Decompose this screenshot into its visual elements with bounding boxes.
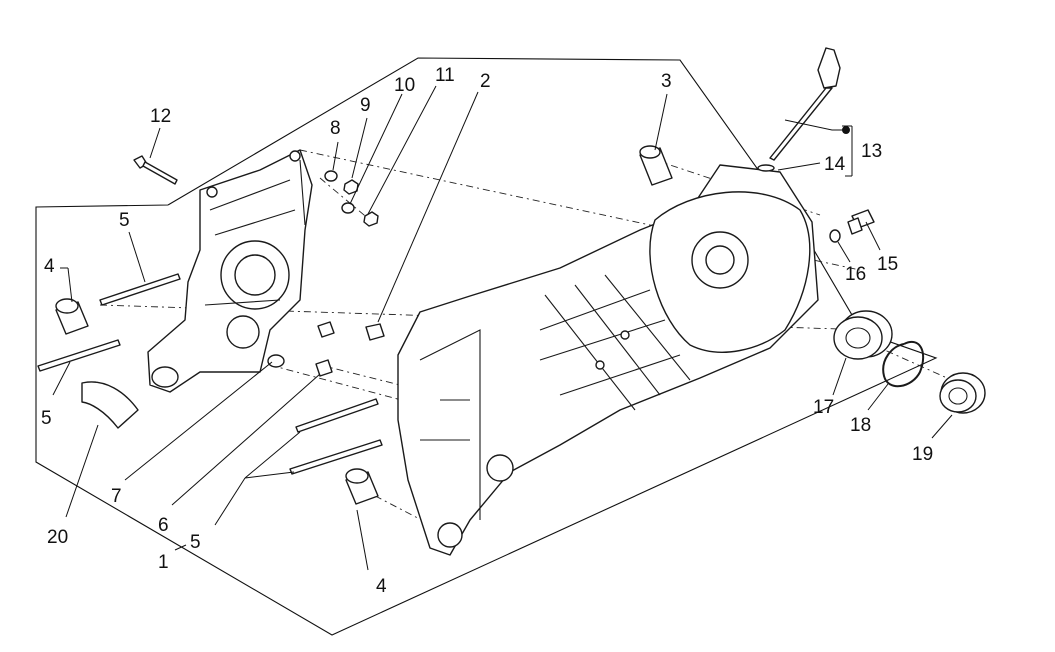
left-crankcase-half xyxy=(147,149,313,393)
callout-19: 19 xyxy=(912,444,933,465)
bearing-shell-20 xyxy=(81,381,139,429)
callout-3: 3 xyxy=(661,71,672,92)
bearing-17 xyxy=(833,310,893,360)
leader-lines xyxy=(52,85,953,571)
callout-12: 12 xyxy=(150,106,171,127)
callout-6: 6 xyxy=(158,515,169,536)
callout-9: 9 xyxy=(360,95,371,116)
silent-block-4-lower xyxy=(345,468,379,505)
callout-17: 17 xyxy=(813,397,834,418)
small-hardware-8-11 xyxy=(317,170,379,338)
main-crankcase xyxy=(397,164,819,556)
callout-11: 11 xyxy=(435,65,455,86)
bolt-12 xyxy=(133,155,178,185)
screw-15 xyxy=(847,209,875,235)
callout-5-left: 5 xyxy=(41,408,52,429)
callout-13: 13 xyxy=(861,141,882,162)
callout-10: 10 xyxy=(394,75,415,96)
callout-20: 20 xyxy=(47,527,68,548)
bushing-7 xyxy=(267,354,285,368)
studs-5 xyxy=(37,273,383,475)
callout-2: 2 xyxy=(480,71,491,92)
silent-block-3 xyxy=(639,145,673,186)
callout-14: 14 xyxy=(824,154,846,175)
dipstick-marker-dot xyxy=(842,126,850,134)
callout-18: 18 xyxy=(850,415,871,436)
callout-16: 16 xyxy=(845,264,866,285)
dowel-pin-2 xyxy=(365,323,385,341)
dipstick-13 xyxy=(757,47,841,172)
callout-4-upper: 4 xyxy=(44,256,55,277)
callout-5-bottom: 5 xyxy=(190,532,201,553)
callout-7: 7 xyxy=(111,486,122,507)
bushing-6 xyxy=(315,359,333,377)
callout-1: 1 xyxy=(158,552,169,573)
callout-5-top: 5 xyxy=(119,210,130,231)
callout-labels: 1 2 3 4 4 5 5 5 6 7 8 9 10 11 12 13 14 1… xyxy=(41,65,933,597)
callout-15: 15 xyxy=(877,254,898,275)
silent-block-4-upper xyxy=(55,298,89,335)
oil-seal-19 xyxy=(939,372,986,414)
callout-4-lower: 4 xyxy=(376,576,387,597)
circlip-18 xyxy=(882,341,925,387)
callout-8: 8 xyxy=(330,118,341,139)
washer-16 xyxy=(829,229,841,243)
